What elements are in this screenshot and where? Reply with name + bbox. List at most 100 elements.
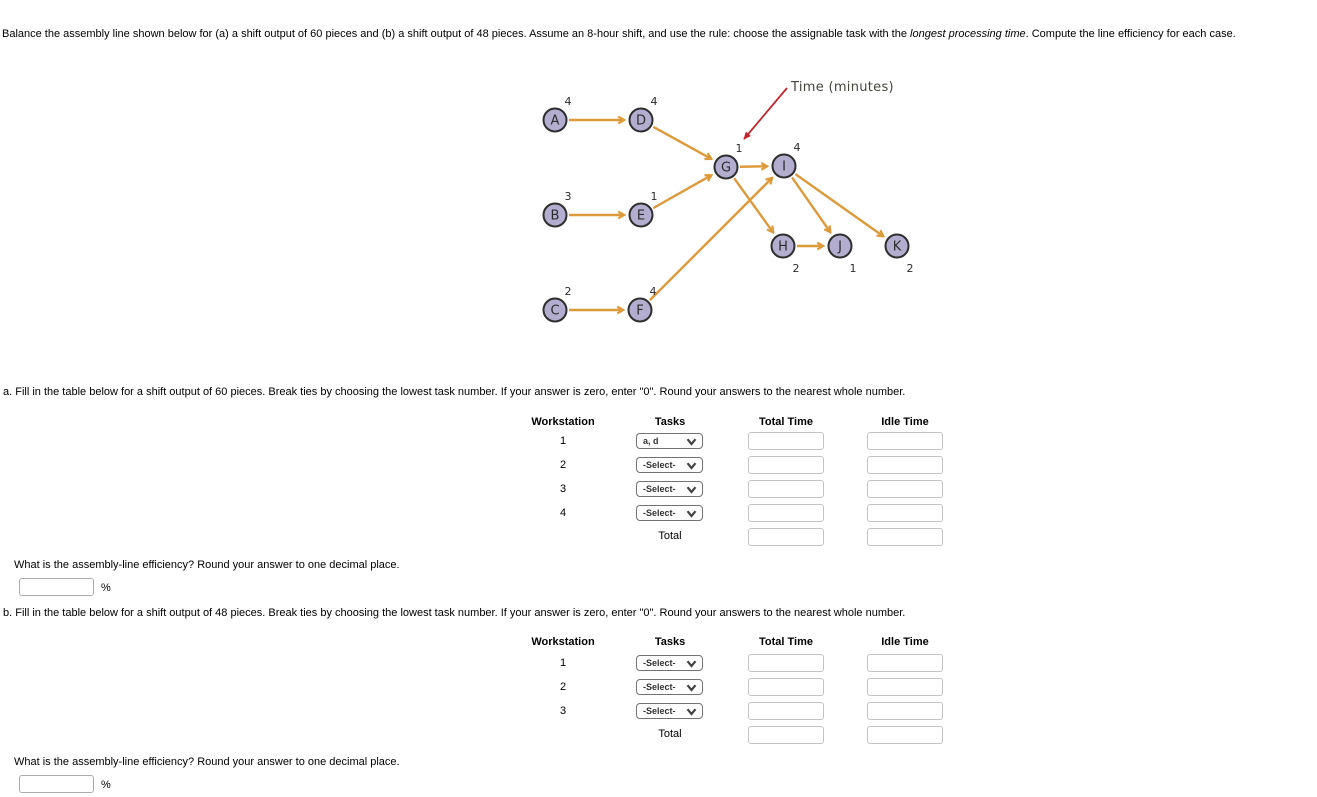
- node-time-F: 4: [650, 285, 657, 298]
- edge-G-H: [733, 177, 773, 231]
- idle-time-input-a-3[interactable]: [867, 480, 943, 498]
- chevron-down-icon: [686, 660, 697, 668]
- workstation-number-a-4: 4: [559, 507, 567, 519]
- tasks-dropdown-a-4-value: -Select-: [643, 508, 676, 518]
- node-time-H: 2: [793, 262, 800, 275]
- col-header-total-time: Total Time: [759, 636, 813, 648]
- total-time-input-b-1[interactable]: [748, 654, 824, 672]
- col-header-total-time: Total Time: [759, 416, 813, 428]
- section-a-instruction: a. Fill in the table below for a shift o…: [3, 386, 906, 398]
- total-time-input-b-2[interactable]: [748, 678, 824, 696]
- problem-statement-italic: longest processing time: [910, 28, 1026, 40]
- node-G: G1: [713, 142, 743, 180]
- efficiency-question-a: What is the assembly-line efficiency? Ro…: [14, 559, 400, 571]
- chevron-down-icon: [686, 708, 697, 716]
- node-K: K2: [884, 233, 914, 275]
- node-label-I: I: [782, 160, 786, 175]
- node-time-E: 1: [651, 190, 658, 203]
- tasks-dropdown-a-1-value: a, d: [643, 436, 659, 446]
- idle-time-input-a-2[interactable]: [867, 456, 943, 474]
- tasks-dropdown-a-2[interactable]: -Select-: [636, 457, 703, 473]
- total-row-label-b: Total: [658, 728, 682, 740]
- total-row-label-a: Total: [658, 530, 682, 542]
- node-C: C2: [542, 285, 572, 323]
- node-time-G: 1: [736, 142, 743, 155]
- problem-statement-text: Balance the assembly line shown below fo…: [2, 28, 911, 40]
- idle-time-input-b-3[interactable]: [867, 702, 943, 720]
- tasks-dropdown-b-3[interactable]: -Select-: [636, 703, 703, 719]
- workstation-number-a-2: 2: [559, 459, 567, 471]
- node-label-F: F: [636, 304, 643, 319]
- total-time-input-a-3[interactable]: [748, 480, 824, 498]
- efficiency-question-b: What is the assembly-line efficiency? Ro…: [14, 756, 400, 768]
- workstation-number-b-3: 3: [559, 705, 567, 717]
- total-time-input-a-4[interactable]: [748, 504, 824, 522]
- tasks-dropdown-a-1[interactable]: a, d: [636, 433, 703, 449]
- workstation-number-a-3: 3: [559, 483, 567, 495]
- problem-statement-tail: . Compute the line efficiency for each c…: [1025, 28, 1236, 40]
- node-label-E: E: [637, 209, 645, 224]
- node-label-D: D: [636, 114, 646, 129]
- efficiency-input-a[interactable]: [19, 578, 94, 596]
- idle-time-input-b-1[interactable]: [867, 654, 943, 672]
- total-time-total-input-a[interactable]: [748, 528, 824, 546]
- total-time-input-a-2[interactable]: [748, 456, 824, 474]
- table-b: Workstation Tasks Total Time Idle Time 1…: [520, 632, 952, 754]
- node-D: D4: [628, 95, 658, 133]
- idle-time-total-input-b[interactable]: [867, 726, 943, 744]
- annotation-label: Time (minutes): [790, 80, 894, 95]
- node-H: H2: [770, 233, 800, 275]
- percent-label-a: %: [101, 582, 111, 594]
- edge-E-G: [652, 176, 711, 210]
- col-header-workstation: Workstation: [531, 636, 595, 648]
- total-time-total-input-b[interactable]: [748, 726, 824, 744]
- node-label-C: C: [550, 304, 559, 319]
- node-label-J: J: [837, 240, 842, 255]
- idle-time-input-a-1[interactable]: [867, 432, 943, 450]
- node-time-C: 2: [565, 285, 572, 298]
- percent-label-b: %: [101, 779, 111, 791]
- node-time-A: 4: [565, 95, 572, 108]
- node-time-I: 4: [794, 141, 801, 154]
- node-time-B: 3: [565, 190, 572, 203]
- col-header-tasks: Tasks: [654, 636, 686, 648]
- tasks-dropdown-a-4[interactable]: -Select-: [636, 505, 703, 521]
- tasks-dropdown-b-3-value: -Select-: [643, 706, 676, 716]
- node-label-G: G: [721, 161, 731, 176]
- node-time-J: 1: [850, 262, 857, 275]
- node-E: E1: [628, 190, 658, 228]
- tasks-dropdown-b-2[interactable]: -Select-: [636, 679, 703, 695]
- idle-time-input-a-4[interactable]: [867, 504, 943, 522]
- chevron-down-icon: [686, 510, 697, 518]
- col-header-workstation: Workstation: [531, 416, 595, 428]
- tasks-dropdown-b-1[interactable]: -Select-: [636, 655, 703, 671]
- node-F: F4: [627, 285, 657, 323]
- node-time-D: 4: [651, 95, 658, 108]
- total-time-input-b-3[interactable]: [748, 702, 824, 720]
- idle-time-input-b-2[interactable]: [867, 678, 943, 696]
- chevron-down-icon: [686, 486, 697, 494]
- workstation-number-b-2: 2: [559, 681, 567, 693]
- efficiency-input-b[interactable]: [19, 775, 94, 793]
- node-B: B3: [542, 190, 572, 228]
- tasks-dropdown-b-2-value: -Select-: [643, 682, 676, 692]
- node-I: I4: [771, 141, 801, 179]
- edge-I-K: [794, 173, 882, 236]
- idle-time-total-input-a[interactable]: [867, 528, 943, 546]
- tasks-dropdown-b-1-value: -Select-: [643, 658, 676, 668]
- tasks-dropdown-a-3[interactable]: -Select-: [636, 481, 703, 497]
- col-header-idle-time: Idle Time: [881, 416, 929, 428]
- node-J: J1: [827, 233, 857, 275]
- node-label-H: H: [778, 240, 788, 255]
- edge-I-J: [791, 176, 830, 231]
- total-time-input-a-1[interactable]: [748, 432, 824, 450]
- edge-D-G: [652, 125, 710, 159]
- annotation-arrow: [743, 87, 788, 140]
- col-header-idle-time: Idle Time: [881, 636, 929, 648]
- chevron-down-icon: [686, 462, 697, 470]
- workstation-number-a-1: 1: [559, 435, 567, 447]
- node-time-K: 2: [907, 262, 914, 275]
- tasks-dropdown-a-3-value: -Select-: [643, 484, 676, 494]
- chevron-down-icon: [686, 438, 697, 446]
